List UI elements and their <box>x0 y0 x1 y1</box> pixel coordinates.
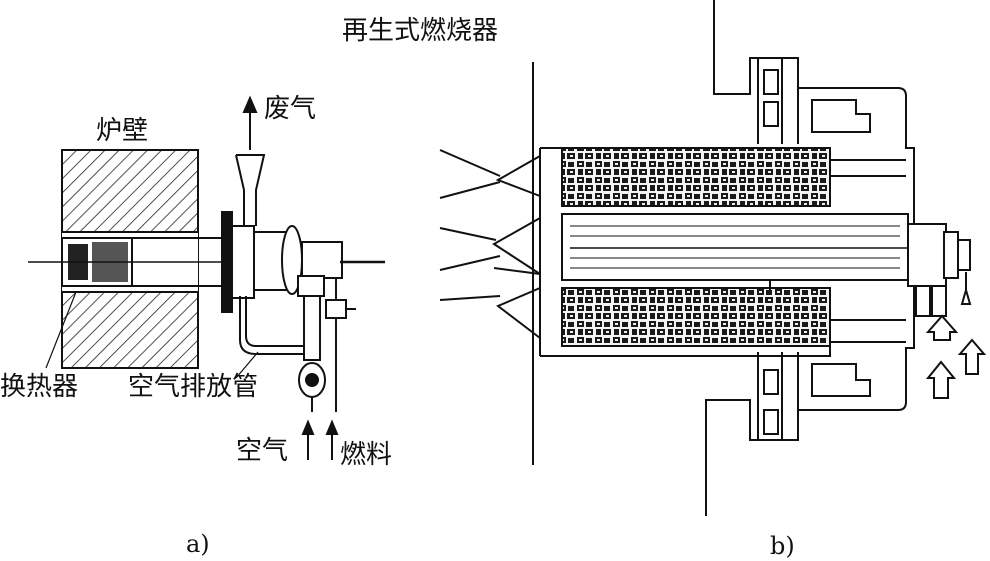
label-exhaust: 废气 <box>264 94 317 124</box>
label-air-exhaust-pipe: 空气排放管 <box>128 372 259 402</box>
diagram-title: 再生式燃烧器 <box>342 16 499 46</box>
label-air: 空气 <box>236 436 289 466</box>
label-heat-exchanger: 换热器 <box>0 372 79 402</box>
panel-a-drawing <box>28 95 385 460</box>
label-fuel: 燃料 <box>340 440 393 470</box>
caption-b: b) <box>770 532 795 560</box>
caption-a: a) <box>186 530 210 558</box>
panel-b-drawing <box>439 0 987 516</box>
label-furnace-wall: 炉壁 <box>96 116 149 146</box>
